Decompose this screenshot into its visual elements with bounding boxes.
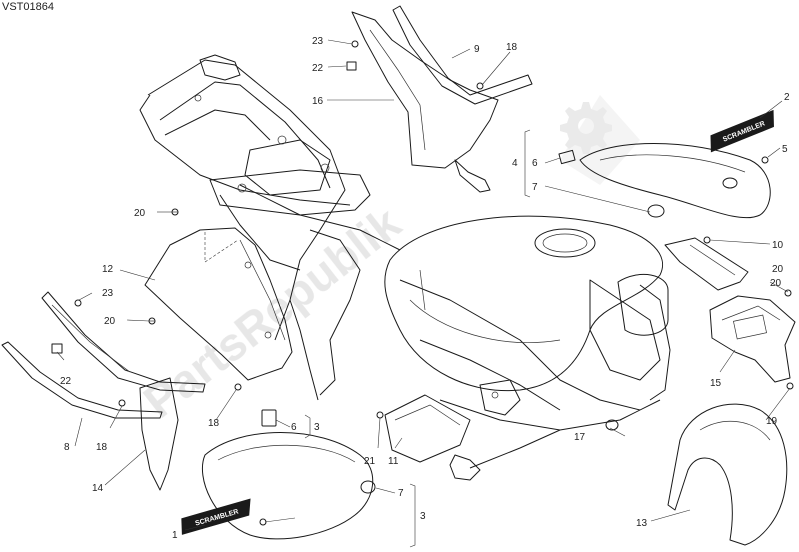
callout-4: 4: [512, 158, 518, 169]
callout-14: 14: [92, 483, 104, 494]
screw-icon: [476, 82, 484, 90]
screw-icon: [761, 156, 769, 164]
screw-icon: [786, 382, 794, 390]
callout-2: 2: [784, 92, 790, 103]
callout-18: 18: [96, 442, 108, 453]
callout-13: 13: [636, 518, 648, 529]
callout-11: 11: [388, 456, 399, 467]
side-cover-12: [144, 227, 293, 381]
trim-strip-9: [392, 5, 533, 105]
callout-19: 19: [766, 416, 778, 427]
gear-icon: [560, 102, 612, 154]
callout-20: 20: [770, 278, 782, 289]
callout-20: 20: [104, 316, 116, 327]
screw-icon: [703, 236, 711, 244]
callout-9: 9: [474, 44, 480, 55]
watermark: PartsRepublik: [134, 95, 640, 428]
callout-20: 20: [772, 264, 784, 275]
callout-22: 22: [60, 376, 72, 387]
screw-icon: [74, 299, 82, 307]
callout-23: 23: [102, 288, 114, 299]
side-panel-14: [139, 377, 179, 491]
fasteners: [51, 40, 794, 526]
diagram-code: VST01864: [2, 1, 54, 13]
callout-5: 5: [782, 144, 788, 155]
callout-18: 18: [208, 418, 220, 429]
watermark-text: PartsRepublik: [134, 196, 410, 428]
callout-20: 20: [134, 208, 146, 219]
rear-fender-13: [667, 403, 788, 546]
callout-18: 18: [506, 42, 518, 53]
callout-7: 7: [398, 488, 404, 499]
callout-12: 12: [102, 264, 114, 275]
side-cover-right: [558, 143, 771, 219]
plate-holder-15: [709, 295, 796, 383]
grommet-icon: [51, 343, 63, 354]
callout-labels: 1 2 3 3 4 5 6 6 7 7 8 9 10 11 12 13 14 1…: [60, 36, 790, 541]
side-panel-16: [351, 11, 499, 193]
screw-icon: [171, 208, 179, 216]
callout-3: 3: [314, 422, 320, 433]
panel-11: [384, 394, 471, 463]
screw-icon: [784, 289, 792, 297]
emblem-right: SCRAMBLER: [710, 109, 774, 153]
callout-1: 1: [172, 530, 178, 541]
callout-23: 23: [312, 36, 324, 47]
spacer-icon: [605, 419, 619, 431]
leader-lines: [56, 39, 791, 548]
frame: [139, 54, 671, 481]
screw-icon: [234, 383, 242, 391]
callout-7: 7: [532, 182, 538, 193]
emblem-left: SCRAMBLER: [181, 498, 251, 535]
callout-15: 15: [710, 378, 722, 389]
screw-icon: [118, 399, 126, 407]
callout-3: 3: [420, 511, 426, 522]
fuel-tank: [384, 215, 669, 392]
screw-icon: [148, 317, 156, 325]
callout-22: 22: [312, 63, 324, 74]
side-strip-lower-8: [1, 341, 163, 419]
screw-icon: [351, 40, 359, 48]
callout-10: 10: [772, 240, 784, 251]
callout-8: 8: [64, 442, 70, 453]
bracket-10: [664, 237, 749, 291]
callout-16: 16: [312, 96, 324, 107]
callout-17: 17: [574, 432, 586, 443]
grommet-icon: [346, 61, 357, 71]
screw-icon: [376, 411, 384, 419]
callout-6: 6: [291, 422, 297, 433]
callout-6: 6: [532, 158, 538, 169]
side-strip-upper: [41, 291, 206, 393]
callout-21: 21: [364, 456, 376, 467]
